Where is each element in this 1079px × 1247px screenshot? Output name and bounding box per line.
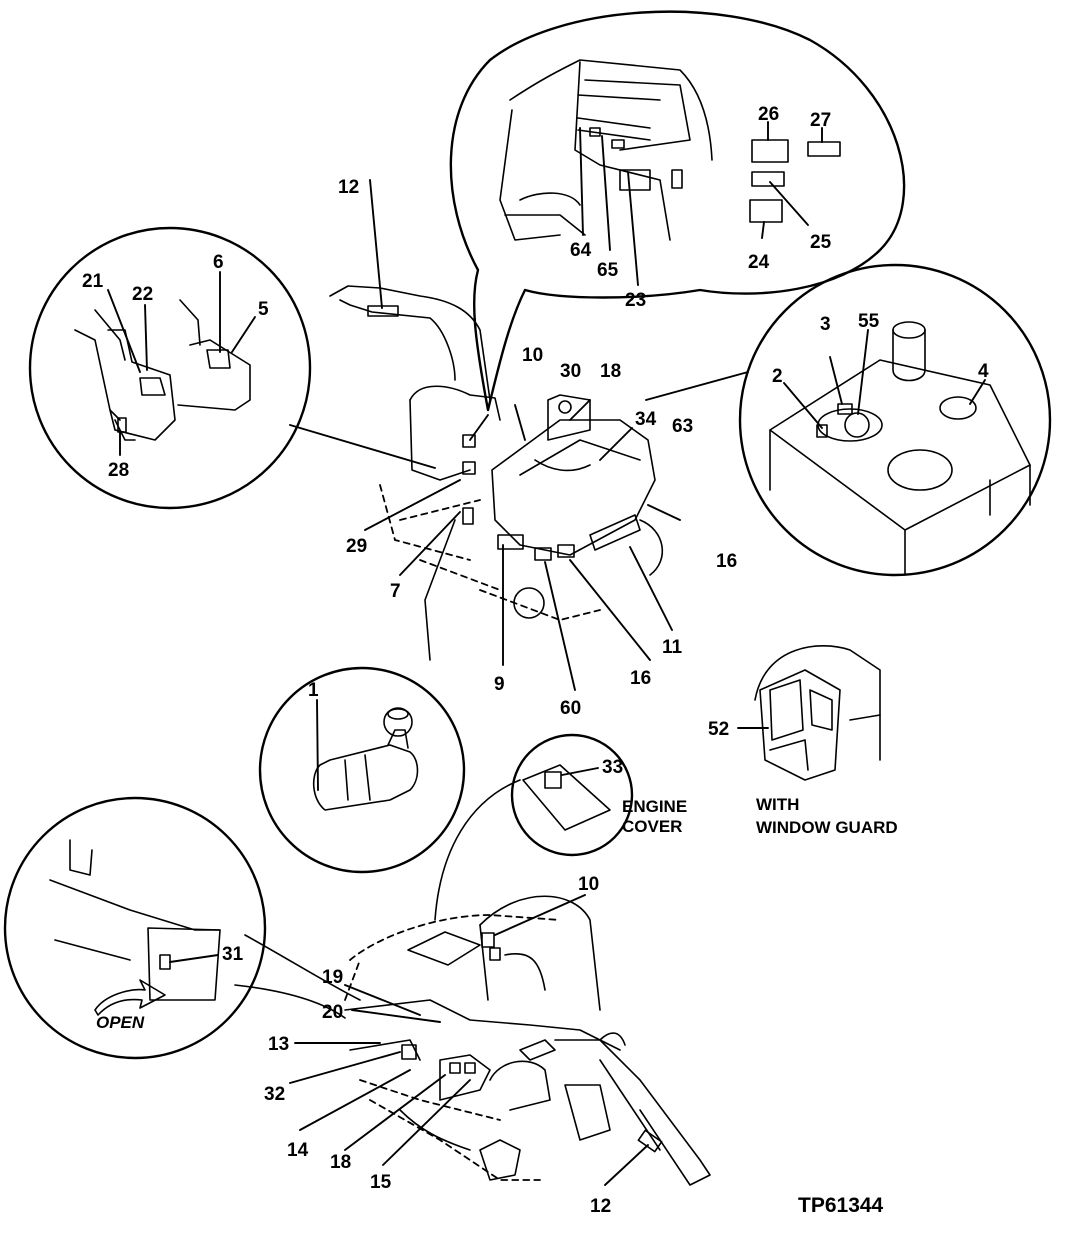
caption-engine-cover: ENGINE COVER	[622, 797, 687, 836]
open-arrow-label: OPEN	[96, 1013, 145, 1032]
callout-14: 14	[287, 1140, 309, 1161]
callout-12-top: 12	[338, 177, 359, 198]
callout-3: 3	[820, 314, 831, 335]
callout-24: 24	[748, 252, 770, 273]
caption-engine-cover-line2: COVER	[622, 817, 682, 836]
callout-10-bottom: 10	[578, 874, 599, 895]
open-panel-detail	[3, 796, 361, 1060]
callout-2: 2	[772, 366, 783, 387]
callout-60: 60	[560, 698, 581, 719]
callout-13: 13	[268, 1034, 289, 1055]
callout-9: 9	[494, 674, 505, 695]
callout-65: 65	[597, 260, 619, 281]
drawing-id: TP61344	[798, 1194, 884, 1217]
callout-numbers: 26 27 25 24 64 65 23 12 21 22 6 5 28 3 5…	[82, 104, 989, 1217]
actuator-detail	[258, 666, 466, 874]
callout-23: 23	[625, 290, 646, 311]
callout-25: 25	[810, 232, 832, 253]
main-machine-bottom	[289, 894, 711, 1186]
callout-34: 34	[635, 409, 657, 430]
callout-31: 31	[222, 944, 244, 965]
window-guard-cab	[737, 645, 881, 781]
callout-16-right: 16	[716, 551, 737, 572]
callout-22: 22	[132, 284, 153, 305]
callout-6: 6	[213, 252, 224, 273]
callout-16-center: 16	[630, 668, 651, 689]
callout-19: 19	[322, 967, 343, 988]
callout-27: 27	[810, 110, 831, 131]
caption-engine-cover-line1: ENGINE	[622, 797, 687, 816]
engine-cover-detail	[434, 733, 634, 921]
callout-15: 15	[370, 1172, 392, 1193]
callout-20: 20	[322, 1002, 343, 1023]
callout-5: 5	[258, 299, 269, 320]
callout-33: 33	[602, 757, 623, 778]
callout-32: 32	[264, 1084, 285, 1105]
callout-12-bottom: 12	[590, 1196, 611, 1217]
callout-21: 21	[82, 271, 104, 292]
callout-4: 4	[978, 361, 989, 382]
callout-10-top: 10	[522, 345, 543, 366]
control-levers-detail	[28, 226, 436, 510]
callout-18-bottom: 18	[330, 1152, 351, 1173]
caption-window-guard-line2: WINDOW GUARD	[756, 818, 898, 837]
callout-63: 63	[672, 416, 693, 437]
callout-52: 52	[708, 719, 729, 740]
callout-11: 11	[662, 637, 683, 658]
caption-window-guard: WITH WINDOW GUARD	[756, 795, 898, 837]
caption-window-guard-line1: WITH	[756, 795, 799, 814]
callout-26: 26	[758, 104, 779, 125]
callout-64: 64	[570, 240, 592, 261]
cab-interior-detail	[449, 10, 906, 412]
callout-55: 55	[858, 311, 880, 332]
main-machine-top	[329, 179, 681, 691]
callout-7: 7	[390, 581, 401, 602]
callout-18-top: 18	[600, 361, 621, 382]
fuel-tank-detail	[645, 263, 1052, 577]
callout-29: 29	[346, 536, 367, 557]
callout-30: 30	[560, 361, 581, 382]
callout-28: 28	[108, 460, 129, 481]
callout-1: 1	[308, 680, 319, 701]
